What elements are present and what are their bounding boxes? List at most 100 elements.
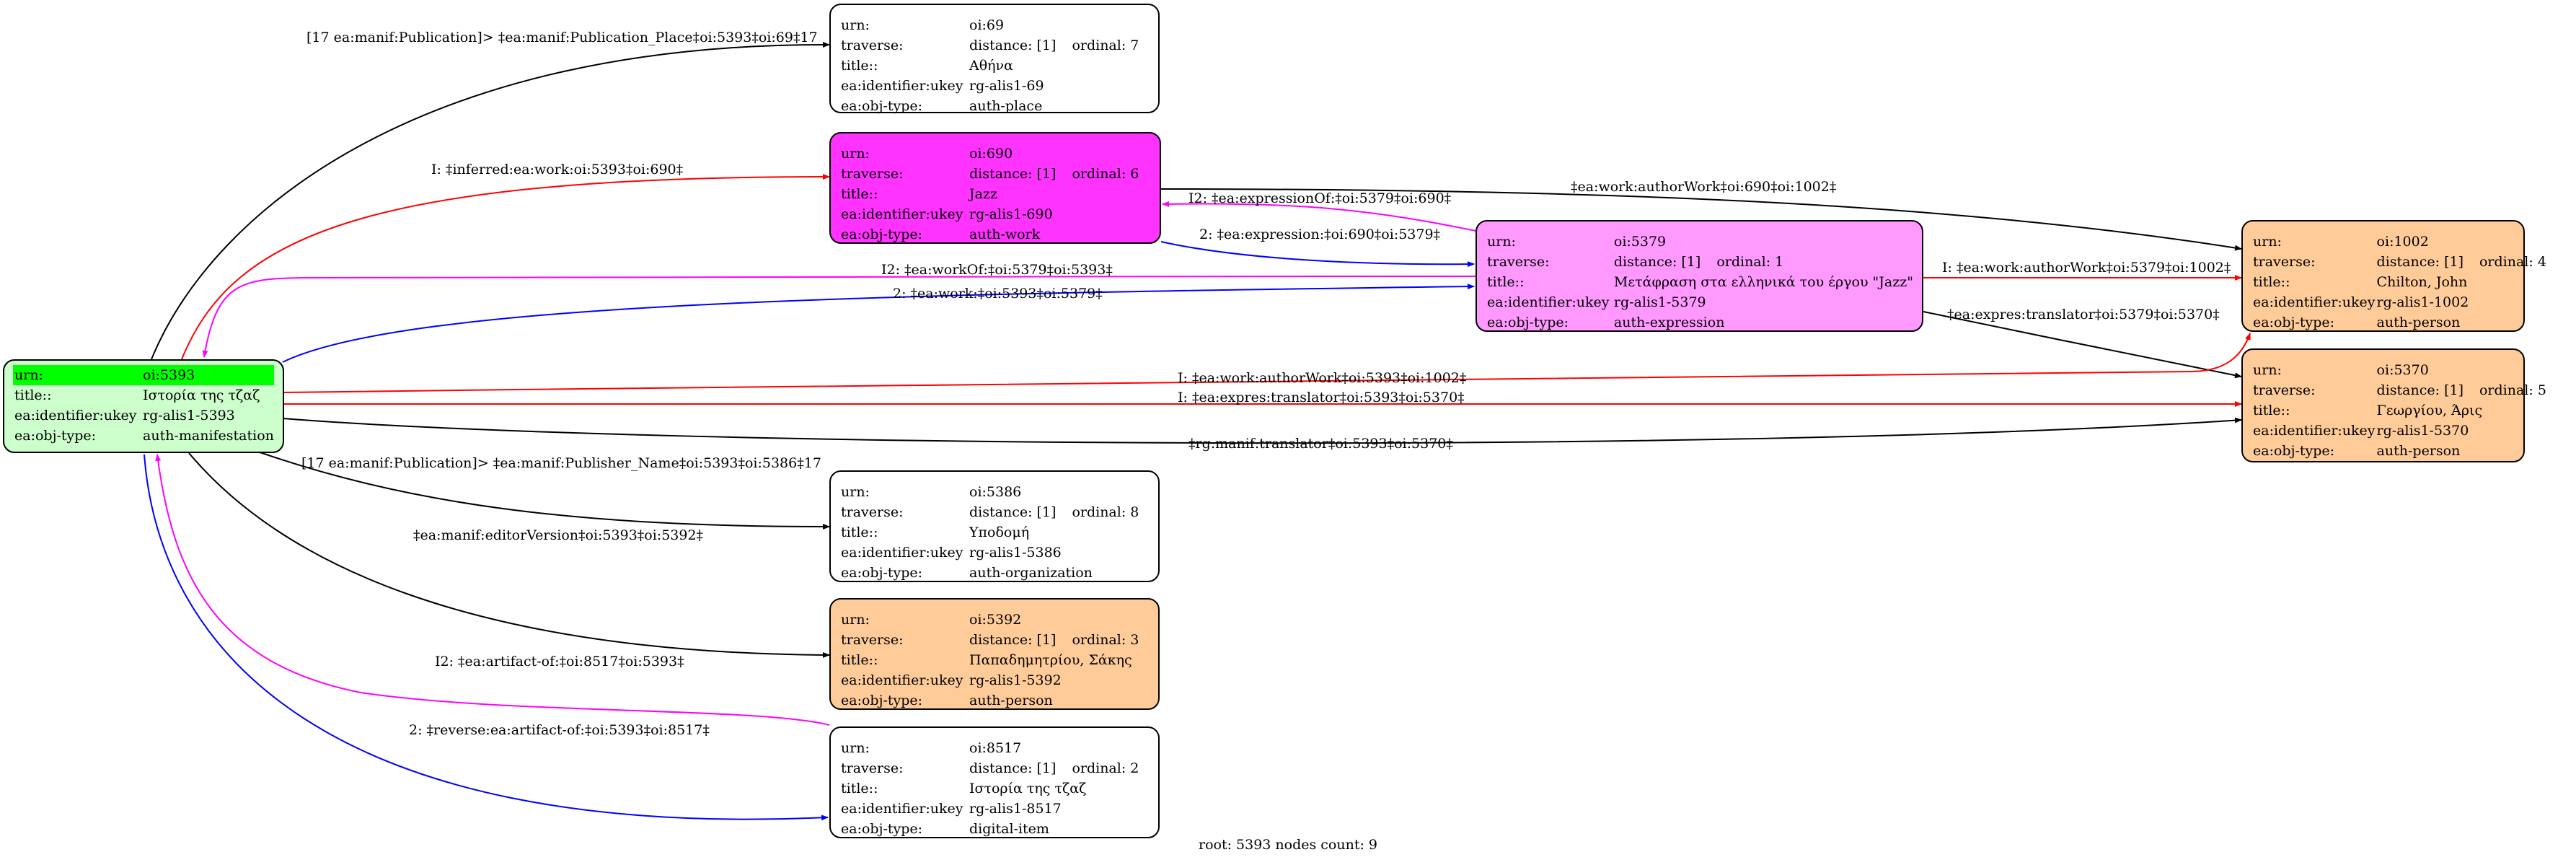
title-value: Μετάφραση στα ελληνικά του έργου "Jazz" — [1613, 274, 1913, 290]
urn-label: urn: — [2253, 234, 2282, 250]
traverse-label: traverse: — [2253, 382, 2316, 398]
ordinal-value: ordinal: 4 — [2479, 254, 2546, 270]
traverse-value: distance: [1]ordinal: 1 — [1613, 252, 1913, 272]
ordinal-value: ordinal: 7 — [1072, 38, 1139, 53]
title-value: Chilton, John — [2376, 274, 2468, 290]
urn-label: urn: — [841, 17, 870, 33]
title-label: title:: — [841, 524, 878, 540]
edge-label: [17 ea:manif:Publication]> ‡ea:manif:Pub… — [301, 455, 821, 471]
ukey-label: ea:identifier:ukey — [841, 78, 963, 94]
edge-expres-translator-5379 — [1923, 311, 2242, 379]
edge-manif-translator — [282, 417, 2242, 444]
edge-inferred-work — [181, 174, 830, 360]
edge-label: ‡ea:manif:editorVersion‡oi:5393‡oi:5392‡ — [413, 527, 703, 543]
traverse-value: distance: [1]ordinal: 6 — [968, 164, 1139, 184]
type-label: ea:obj-type: — [841, 565, 923, 581]
edge-label: 2: ‡ea:expression:‡oi:690‡oi:5379‡ — [1199, 227, 1440, 242]
traverse-value: distance: [1]ordinal: 5 — [2376, 380, 2546, 400]
node-oi-690[interactable]: urn:oi:690 traverse:distance: [1]ordinal… — [829, 132, 1161, 244]
ukey-value: rg-alis1-5386 — [969, 545, 1062, 561]
edge-label: I: ‡inferred:ea:work:oi:5393‡oi:690‡ — [431, 162, 683, 177]
node-oi-5393-root[interactable]: urn:oi:5393 title::Ιστορία της τζαζ ea:i… — [3, 359, 284, 453]
ukey-label: ea:identifier:ukey — [2253, 423, 2376, 439]
type-value: auth-expression — [1613, 315, 1725, 330]
urn-label: urn: — [841, 740, 870, 756]
node-oi-1002[interactable]: urn: oi:1002 traverse: distance: [1]ordina… — [2241, 220, 2546, 332]
ukey-label: ea:identifier:ukey — [841, 801, 963, 817]
title-label: title:: — [841, 186, 878, 202]
type-value: auth-manifestation — [143, 428, 274, 444]
edge-label: ‡rg:manif:translator‡oi:5393‡oi:5370‡ — [1188, 436, 1453, 452]
traverse-label: traverse: — [841, 504, 904, 520]
node-fields: urn:oi:5386 traverse:distance: [1]ordina… — [839, 482, 1139, 583]
type-label: ea:obj-type: — [841, 227, 923, 242]
type-value: auth-person — [2376, 443, 2461, 459]
title-label: title:: — [14, 387, 52, 403]
urn-value: oi:8517 — [969, 740, 1022, 756]
ukey-label: ea:identifier:ukey — [841, 545, 963, 561]
ukey-value: rg-alis1-5379 — [1613, 294, 1706, 310]
edge-label: I2: ‡ea:artifact-of:‡oi:8517‡oi:5393‡ — [435, 654, 684, 669]
traverse-label: traverse: — [841, 760, 904, 776]
ukey-value: rg-alis1-8517 — [969, 801, 1062, 817]
node-fields: urn:oi:5392 traverse:distance: [1]ordina… — [839, 610, 1139, 711]
ukey-value: rg-alis1-690 — [969, 206, 1053, 222]
traverse-label: traverse: — [2253, 254, 2316, 270]
type-label: ea:obj-type: — [2253, 443, 2335, 459]
urn-label: urn: — [2253, 362, 2282, 378]
ukey-label: ea:identifier:ukey — [841, 672, 963, 688]
urn-value: oi:5393 — [141, 365, 274, 385]
traverse-label: traverse: — [1487, 254, 1550, 270]
ukey-label: ea:identifier:ukey — [841, 206, 963, 222]
distance-value: distance: [1] — [969, 632, 1057, 648]
node-fields: urn:oi:8517 traverse:distance: [1]ordina… — [839, 738, 1139, 839]
edge-label: 2: ‡reverse:ea:artifact-of:‡oi:5393‡oi:8… — [409, 722, 710, 738]
edge-label: [17 ea:manif:Publication]> ‡ea:manif:Pub… — [306, 30, 818, 45]
edge-label: I: ‡ea:expres:translator‡oi:5393‡oi:5370… — [1178, 390, 1465, 405]
title-value: Ιστορία της τζαζ — [143, 387, 260, 403]
type-label: ea:obj-type: — [841, 821, 923, 837]
type-value: digital-item — [969, 821, 1049, 837]
node-fields: urn:oi:5393 title::Ιστορία της τζαζ ea:i… — [13, 365, 274, 446]
node-oi-5392[interactable]: urn:oi:5392 traverse:distance: [1]ordina… — [829, 598, 1160, 710]
urn-label: urn: — [841, 146, 870, 162]
title-value: Jazz — [969, 186, 997, 202]
edge-author-work-5393 — [282, 333, 2251, 393]
title-label: title:: — [841, 58, 878, 74]
ordinal-value: ordinal: 8 — [1072, 504, 1139, 520]
edge-author-work-690 — [1160, 188, 2242, 251]
type-label: ea:obj-type: — [1487, 315, 1569, 330]
node-oi-8517[interactable]: urn:oi:8517 traverse:distance: [1]ordina… — [829, 726, 1160, 838]
node-oi-69[interactable]: urn:oi:69 traverse:distance: [1]ordinal:… — [829, 4, 1160, 116]
node-fields: urn:oi:69 traverse:distance: [1]ordinal:… — [839, 15, 1139, 116]
ukey-value: rg-alis1-5370 — [2376, 423, 2469, 439]
node-oi-5379[interactable]: urn:oi:5379 traverse:distance: [1]ordina… — [1476, 220, 1923, 332]
urn-label: urn: — [841, 484, 870, 500]
node-fields: urn:oi:5370 traverse:distance: [1]ordina… — [2251, 360, 2546, 461]
node-oi-5370[interactable]: urn:oi:5370 traverse:distance: [1]ordina… — [2241, 348, 2546, 462]
type-value: auth-person — [969, 693, 1053, 708]
distance-value: distance: [1] — [1613, 254, 1701, 270]
node-oi-5386[interactable]: urn:oi:5386 traverse:distance: [1]ordina… — [829, 470, 1160, 582]
node-fields: urn: oi:1002 traverse: distance: [1]ordina… — [2251, 232, 2546, 333]
type-value: auth-place — [969, 98, 1043, 114]
title-value: Αθήνα — [969, 58, 1013, 74]
urn-value: oi:5386 — [969, 484, 1022, 500]
traverse-value: distance: [1]ordinal: 4 — [2376, 252, 2546, 272]
type-label: ea:obj-type: — [841, 693, 923, 708]
ukey-value: rg-alis1-5393 — [143, 408, 235, 423]
edge-work-of — [202, 276, 1476, 358]
distance-value: distance: [1] — [2376, 382, 2463, 398]
ukey-value: rg-alis1-1002 — [2376, 294, 2469, 310]
title-value: Υποδομή — [969, 524, 1030, 540]
node-fields: urn:oi:690 traverse:distance: [1]ordinal… — [839, 144, 1139, 245]
urn-label: urn: — [841, 612, 870, 628]
urn-value: oi:1002 — [2376, 234, 2429, 250]
traverse-label: traverse: — [841, 166, 904, 182]
ordinal-value: ordinal: 2 — [1072, 760, 1139, 776]
urn-label: urn: — [13, 365, 141, 385]
edge-label: I: ‡ea:work:authorWork‡oi:5379‡oi:1002‡ — [1942, 260, 2231, 276]
edge-reverse-artifact-of — [144, 454, 829, 821]
edge-editor-version — [188, 452, 830, 658]
